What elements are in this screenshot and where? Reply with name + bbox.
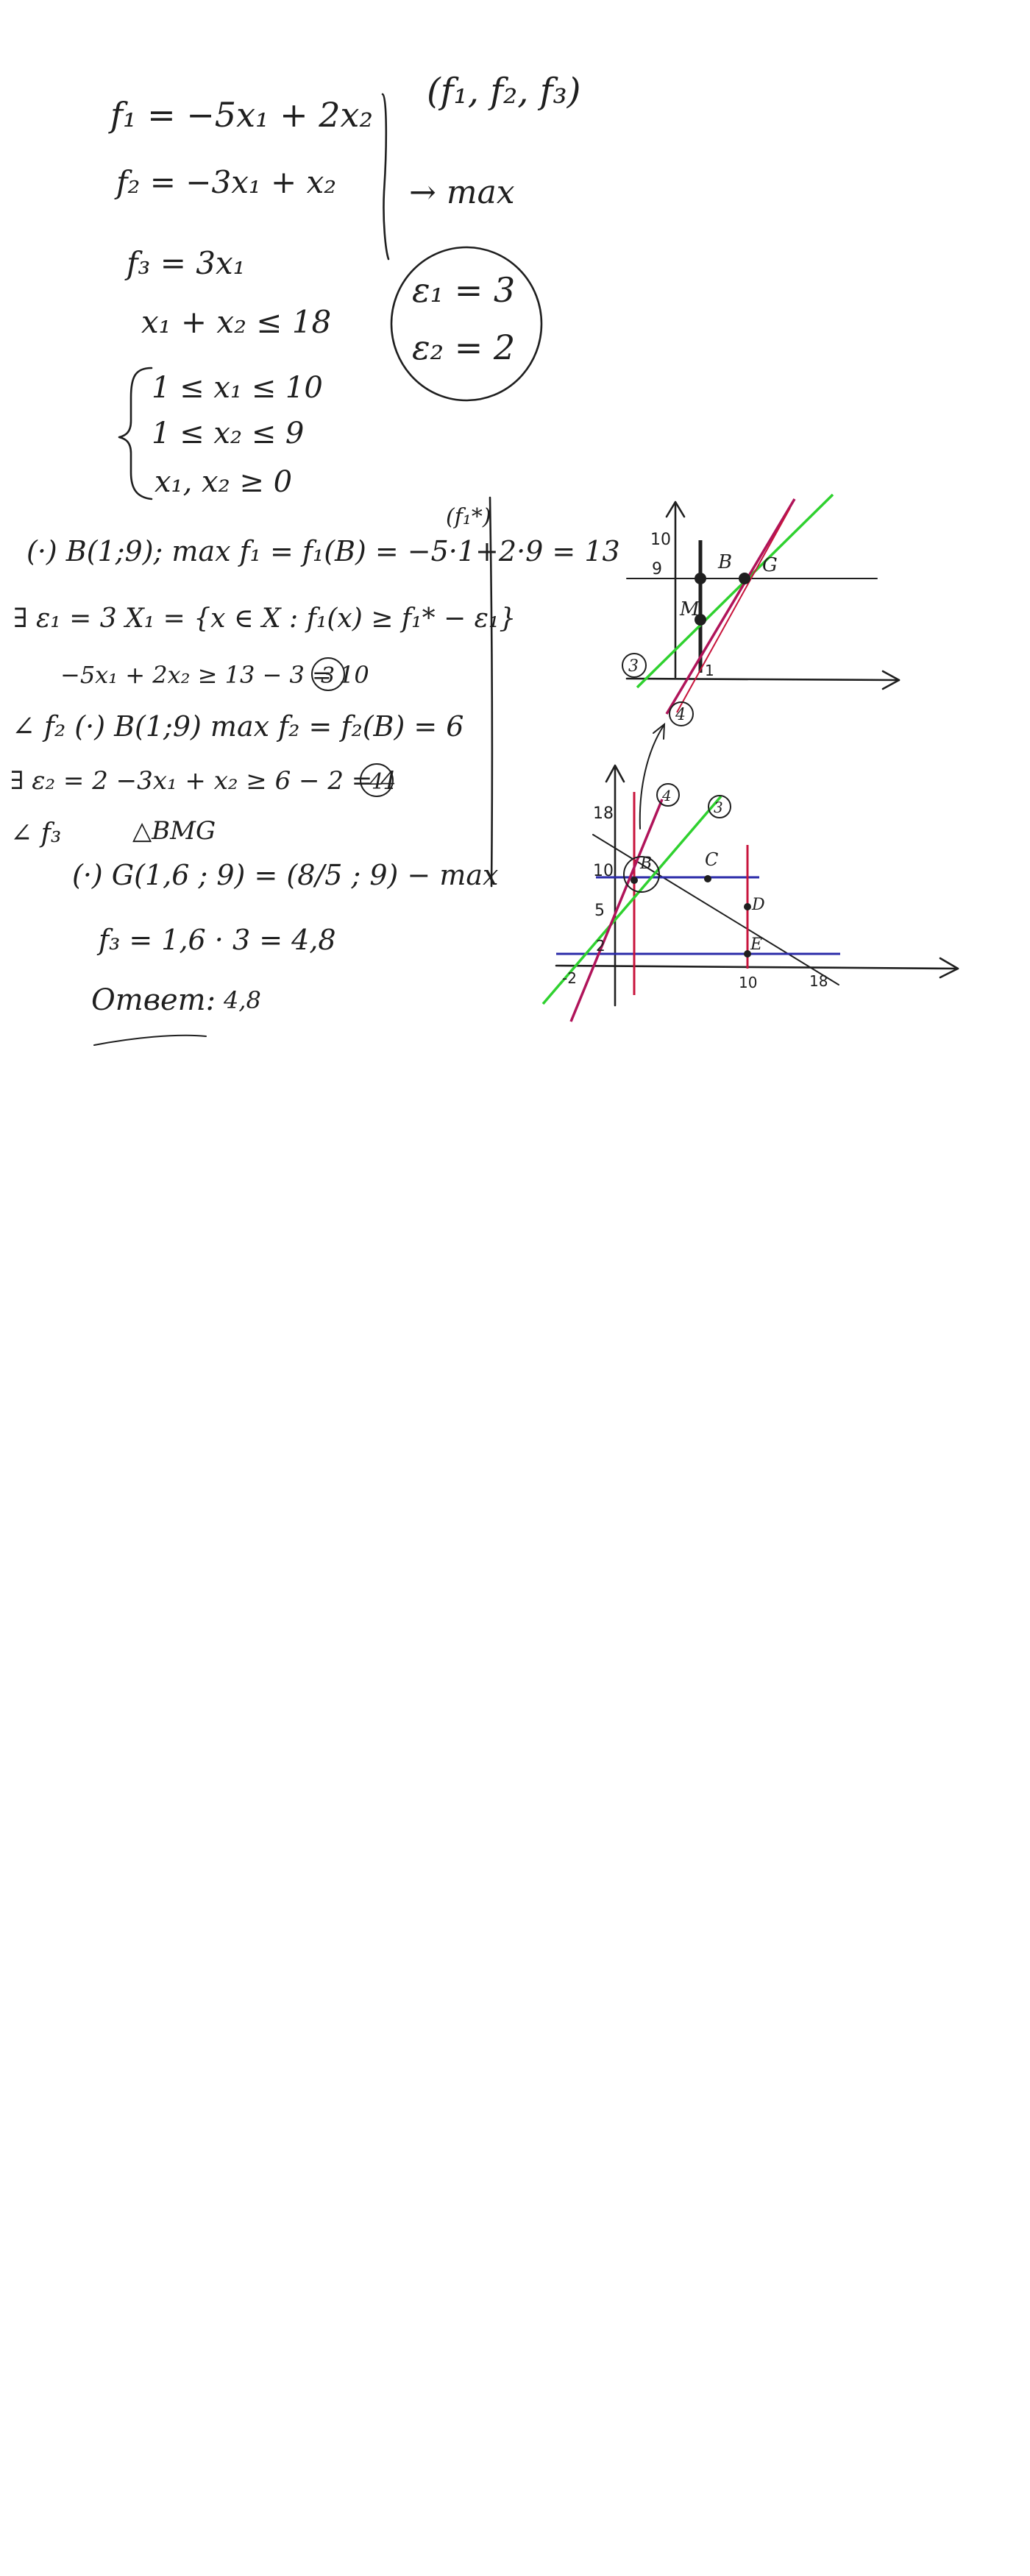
step-constraint-4: ∃ ε₂ = 2 −3x₁ + x₂ ≥ 6 − 2 = 4 — [10, 766, 397, 796]
top-tick-y-9: 9 — [652, 560, 662, 578]
bottom-label-d: D — [751, 896, 765, 914]
top-point-m — [695, 614, 706, 626]
bottom-line-magenta — [569, 799, 664, 1022]
answer-value: 4,8 — [223, 986, 261, 1014]
vector-criteria: (f₁, f₂, f₃) — [427, 71, 581, 112]
top-label-g: G — [762, 554, 778, 576]
top-tick-x-1: 1 — [705, 662, 714, 679]
solution-separator — [489, 496, 494, 888]
objective-f3: f₃ = 3x₁ — [124, 245, 246, 281]
graph-top: 10 9 1 B G M 3 4 — [622, 493, 901, 726]
constraint-3-circle — [311, 657, 345, 691]
answer-label: Ответ: — [91, 983, 216, 1017]
constraint-3-number: 3 — [321, 663, 335, 689]
bottom-tick-y-5: 5 — [594, 902, 605, 920]
bottom-tick-y-2: 2 — [596, 937, 605, 955]
bottom-circ-4-label: 4 — [661, 787, 672, 804]
top-x-arrow — [881, 670, 901, 690]
goal-max: → max — [409, 174, 515, 211]
bottom-tick-x-18: 18 — [809, 972, 828, 990]
bottom-line-green — [541, 795, 722, 1005]
top-circle-4 — [669, 701, 694, 726]
constraint-sum: x₁ + x₂ ≤ 18 — [141, 304, 331, 340]
bottom-feasible-circle — [623, 856, 660, 893]
bottom-label-e: E — [750, 935, 762, 954]
top-line-magenta — [665, 498, 796, 715]
graph-link-arrow — [639, 725, 664, 829]
bottom-circle-4 — [656, 783, 680, 807]
bottom-x-arrow — [939, 957, 959, 979]
top-label-b: B — [717, 551, 732, 573]
top-y-arrow — [665, 500, 686, 518]
top-circle-3 — [622, 653, 647, 678]
constraint-nonneg: x₁, x₂ ≥ 0 — [154, 465, 292, 499]
constraint-4-circle — [360, 763, 394, 797]
objective-f1: f₁ = −5x₁ + 2x₂ — [108, 95, 373, 135]
step-f3-value: f₃ = 1,6 · 3 = 4,8 — [96, 924, 336, 956]
bottom-label-c: C — [705, 849, 718, 870]
constraint-brace — [118, 367, 153, 500]
step-max-f2: ∠ f₂ (·) B(1;9) max f₂ = f₂(B) = 6 — [12, 710, 464, 743]
bottom-y-arrow — [605, 764, 625, 783]
step-constraint-3: −5x₁ + 2x₂ ≥ 13 − 3 = 10 — [60, 661, 369, 689]
top-line-red — [676, 507, 791, 713]
objective-f2: f₂ = −3x₁ + x₂ — [114, 164, 336, 200]
step-f3-label: ∠ f₃ — [10, 818, 61, 849]
bottom-point-b — [631, 877, 638, 884]
step-point-g: (·) G(1,6 ; 9) = (8/5 ; 9) − max — [72, 859, 498, 891]
constraint-4-number: 4 — [369, 769, 383, 795]
bottom-point-d — [744, 903, 751, 910]
bottom-tick-y-18: 18 — [593, 804, 614, 823]
objectives-bar — [381, 93, 390, 261]
step-max-f1: (·) B(1;9); max f₁ = f₁(B) = −5·1+2·9 = … — [26, 535, 620, 567]
epsilon-circle — [390, 246, 543, 402]
bottom-point-e — [744, 950, 751, 958]
top-point-g — [739, 573, 750, 584]
top-tick-y-10: 10 — [650, 531, 671, 549]
top-circ-3-label: 3 — [628, 657, 639, 676]
top-point-b — [695, 573, 706, 584]
top-label-m: M — [679, 598, 700, 620]
graph-bottom: 18 10 5 2 -2 10 18 B C D E 4 3 — [541, 764, 959, 1022]
constraint-x1-bounds: 1 ≤ x₁ ≤ 10 — [152, 371, 323, 405]
top-circ-4-label: 4 — [675, 706, 686, 724]
top-x-axis — [625, 677, 901, 682]
solution-steps: (f₁*) (·) B(1;9); max f₁ = f₁(B) = −5·1+… — [10, 496, 620, 1046]
epsilon-1: ε₁ = 3 — [412, 270, 515, 310]
bottom-label-b: B — [639, 854, 652, 873]
constraint-x2-bounds: 1 ≤ x₂ ≤ 9 — [152, 417, 304, 450]
epsilon-2: ε₂ = 2 — [412, 328, 515, 367]
bottom-x-axis — [555, 964, 959, 970]
f1-star-label: (f₁*) — [446, 504, 491, 530]
graph-link-arrowhead — [653, 722, 666, 740]
top-line-green — [636, 493, 834, 689]
bottom-circ-3-label: 3 — [714, 799, 723, 816]
step-set-x1: ∃ ε₁ = 3 X₁ = {x ∈ X : f₁(x) ≥ f₁* − ε₁} — [13, 604, 516, 634]
bottom-tick-y-10: 10 — [593, 862, 614, 880]
bottom-point-c — [704, 875, 711, 882]
bottom-tick-x-neg2: -2 — [562, 969, 577, 987]
bottom-circle-3 — [708, 795, 731, 818]
answer-underline — [93, 1034, 207, 1046]
bottom-tick-x-10: 10 — [739, 974, 757, 991]
problem-statement: f₁ = −5x₁ + 2x₂ f₂ = −3x₁ + x₂ f₃ = 3x₁ … — [108, 71, 581, 500]
step-triangle: △BMG — [132, 816, 216, 846]
